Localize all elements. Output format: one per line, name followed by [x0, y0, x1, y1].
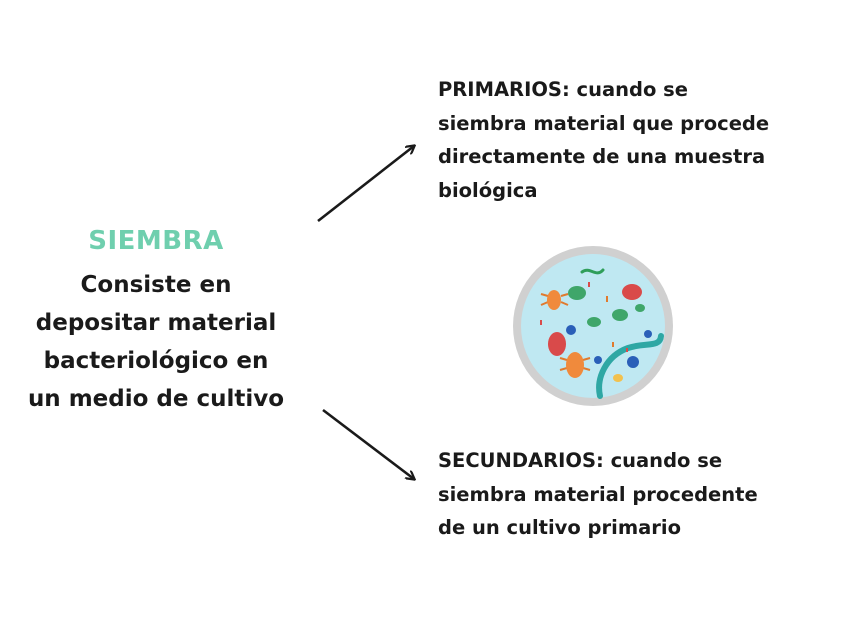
arrow-up-right-icon — [318, 146, 414, 221]
arrow-down-right-icon — [323, 410, 414, 479]
petri-dish-icon — [513, 246, 673, 406]
